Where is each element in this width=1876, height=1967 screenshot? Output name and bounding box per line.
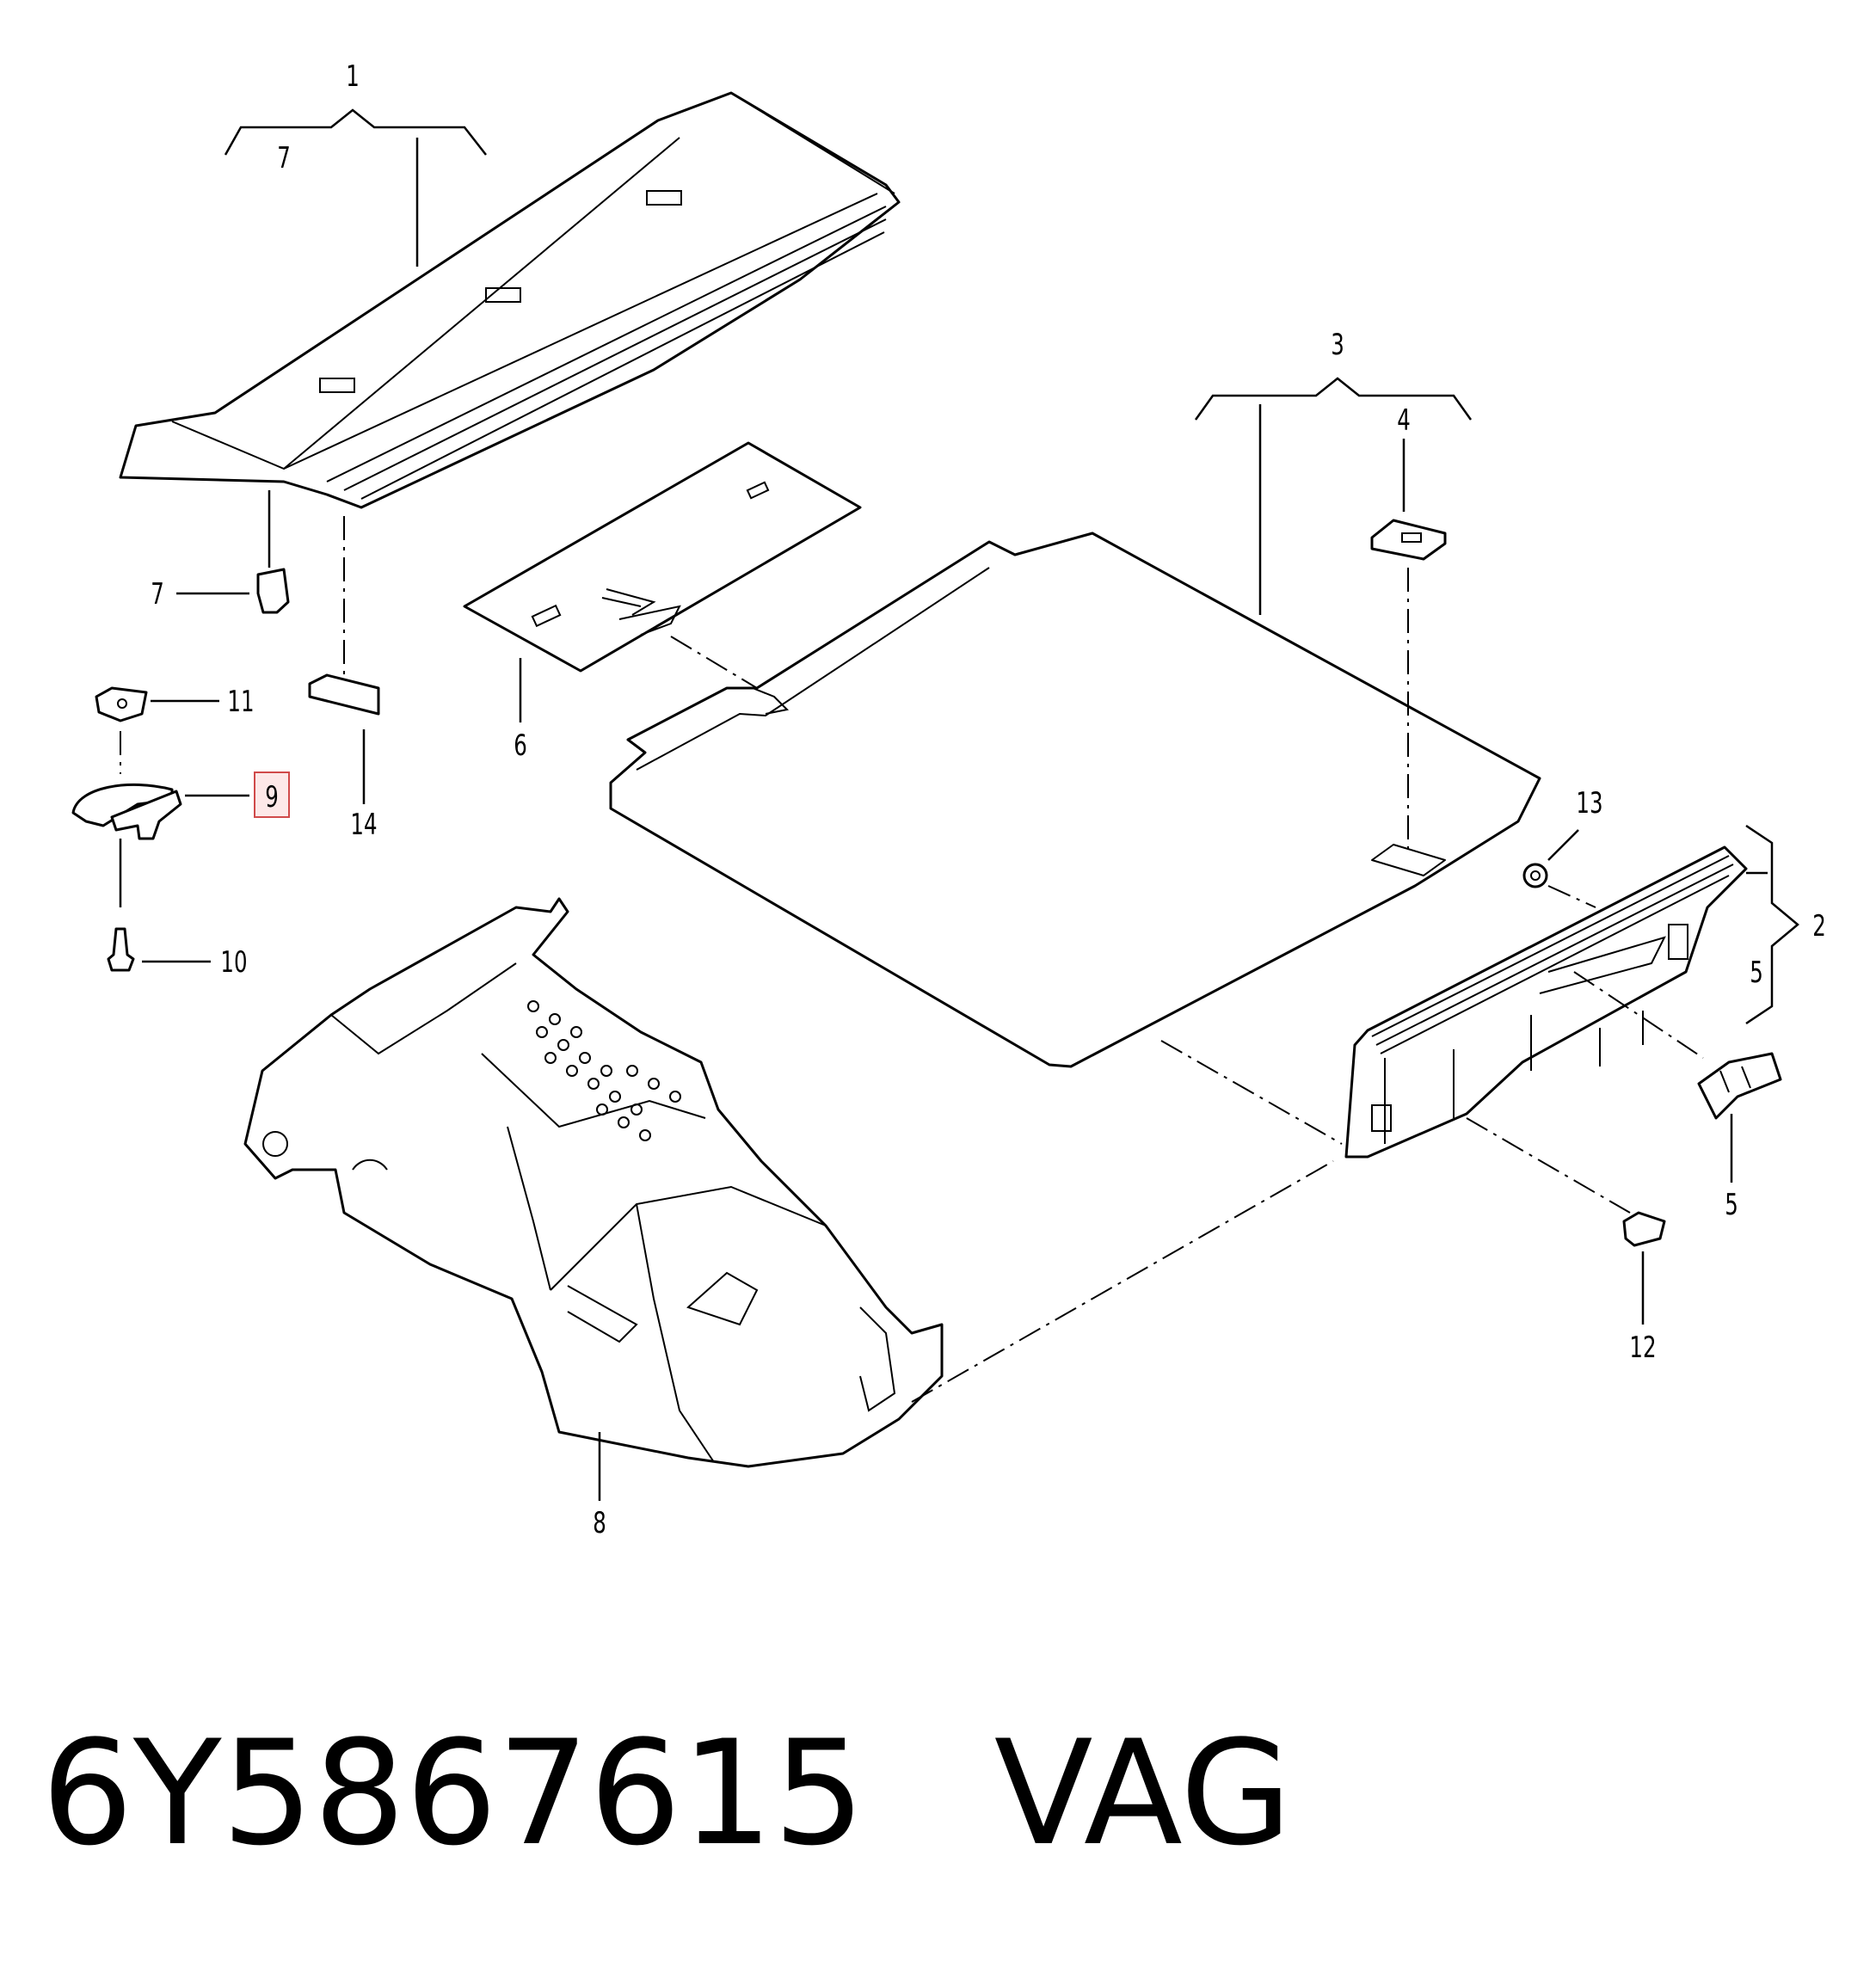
callout-1-bracket: 1 7 [224,59,487,267]
sill-clip-5: 5 [1573,971,1782,1221]
sill-clip-12: 12 [1466,1117,1666,1364]
part-caption: 6Y5867615 VAG [41,1707,1292,1879]
part-number: 6Y5867615 [41,1709,865,1878]
screw-10: 10 [107,927,248,979]
callout-label-1: 1 [346,59,360,93]
callout-label-11: 11 [227,685,254,718]
parts-diagram: 1 7 7 14 11 9 10 [71,59,1826,1540]
callout-label-2: 2 [1812,909,1826,943]
callout-label-13: 13 [1576,786,1602,820]
shelf-clip-7: 7 [151,490,290,614]
callout-label-8: 8 [593,1506,606,1540]
sill-panel-2 [1344,845,1748,1159]
brand-name: VAG [993,1709,1293,1878]
floor-clip-4 [1370,519,1447,851]
callout-label-5-bracket: 5 [1750,956,1763,989]
callout-label-7: 7 [151,577,164,611]
callout-label-6: 6 [514,728,527,762]
callout-label-5: 5 [1725,1188,1738,1221]
floor-mat-3 [609,532,1541,1068]
hook-bracket-9: 9 [71,771,290,907]
callout-3-bracket: 3 4 [1194,328,1473,615]
callout-label-10: 10 [220,945,247,979]
highlighted-callout-box [254,771,290,818]
floor-cover-6: 6 [463,441,862,762]
callout-label-7-top: 7 [277,141,291,175]
shelf-pad-14: 14 [308,516,380,841]
callout-label-4: 4 [1397,403,1411,437]
callout-label-14: 14 [350,808,377,841]
perforation-pattern [527,1000,681,1141]
callout-2-bracket: 2 5 [1745,824,1826,1025]
callout-label-9: 9 [265,780,279,814]
callout-label-3: 3 [1331,328,1344,361]
side-trim-8: 8 [243,897,1343,1540]
parcel-shelf [119,91,901,509]
clip-13: 13 [1522,786,1603,908]
clip-nut-11: 11 [95,685,255,774]
callout-label-12: 12 [1629,1331,1656,1364]
